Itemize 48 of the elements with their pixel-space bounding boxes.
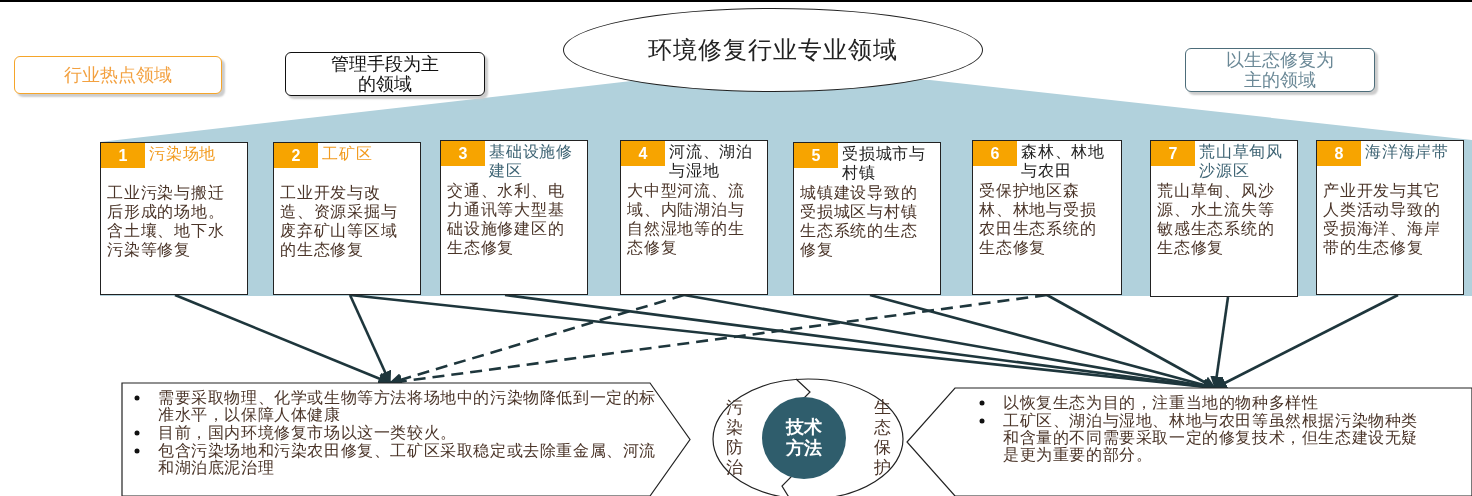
- category-box: [1316, 140, 1464, 295]
- number-badge: 4: [621, 141, 665, 166]
- circle-label: 生态保护: [872, 398, 892, 478]
- number-badge: 7: [1151, 141, 1195, 166]
- bullet-item: 需要采取物理、化学或生物等方法将场地中的污染物降低到一定的标准水平，以保障人体健康: [158, 389, 657, 423]
- box-title: 河流、湖泊与湿地: [669, 142, 754, 180]
- box-title: 森林、林地与农田: [1021, 142, 1106, 180]
- box-text: 大中型河流、流域、内陆湖泊与自然湿地等的生态修复: [627, 181, 746, 257]
- number-badge: 1: [101, 143, 145, 168]
- box-text: 城镇建设导致的受损城区与村镇生态系统的生态修复: [800, 183, 919, 259]
- category-box: [100, 142, 248, 295]
- callout-panel: [122, 383, 690, 496]
- number-badge: 6: [973, 141, 1017, 166]
- box-title: 海洋海岸带: [1365, 142, 1450, 161]
- callout-panel: [907, 388, 1472, 496]
- legend-box: 管理手段为主的领域: [285, 52, 485, 96]
- category-box: [793, 142, 941, 295]
- box-title: 基础设施修建区: [489, 142, 574, 180]
- bullet-item: 目前，国内环境修复市场以这一类较火。: [158, 424, 458, 441]
- box-title: 受损城市与村镇: [842, 144, 927, 182]
- number-badge: 8: [1317, 141, 1361, 166]
- category-box: [620, 140, 768, 295]
- arrow: [1213, 293, 1399, 390]
- arrow: [1210, 296, 1230, 390]
- number-badge: 3: [441, 141, 485, 166]
- box-text: 工业开发与改造、资源采掘与废弃矿山等区域的生态修复: [280, 183, 399, 259]
- number-badge: 2: [274, 143, 318, 168]
- category-box: [273, 142, 421, 295]
- category-box: [972, 140, 1122, 295]
- number-badge: 5: [794, 143, 838, 168]
- circle-label: 污染防治: [724, 398, 744, 478]
- box-text: 工业污染与搬迁后形成的场地。含土壤、地下水污染等修复: [107, 183, 226, 259]
- category-box: [440, 140, 588, 295]
- legend-box: 以生态修复为主的领域: [1185, 48, 1375, 92]
- box-title: 工矿区: [322, 144, 374, 163]
- legend-box: 行业热点领域: [14, 56, 222, 94]
- bullet-item: 以恢复生态为目的，注重当地的物种多样性: [1003, 394, 1320, 411]
- title-ellipse: 环境修复行业专业领域: [563, 8, 983, 92]
- bullet-item: 包含污染场地和污染农田修复、工矿区采取稳定或去除重金属、河流和湖泊底泥治理: [158, 442, 657, 476]
- bullet-item: 工矿区、湖泊与湿地、林地与农田等虽然根据污染物种类和含量的不同需要采取一定的修复技术，但生态建设无疑是更为重要的部分。: [1003, 412, 1419, 463]
- box-text: 交通、水利、电力通讯等大型基础设施修建区的生态修复: [447, 181, 566, 257]
- arrow: [348, 294, 392, 385]
- box-text: 受保护地区森林、林地与受损农田生态系统的生态修复: [979, 181, 1098, 257]
- box-title: 污染场地: [149, 144, 218, 163]
- box-text: 产业开发与其它人类活动导致的受损海洋、海岸带的生态修复: [1323, 181, 1442, 257]
- box-title: 荒山草甸风沙源区: [1199, 142, 1284, 180]
- category-box: [1150, 140, 1298, 297]
- box-text: 荒山草甸、风沙源、水土流失等敏感生态系统的生态修复: [1157, 181, 1276, 257]
